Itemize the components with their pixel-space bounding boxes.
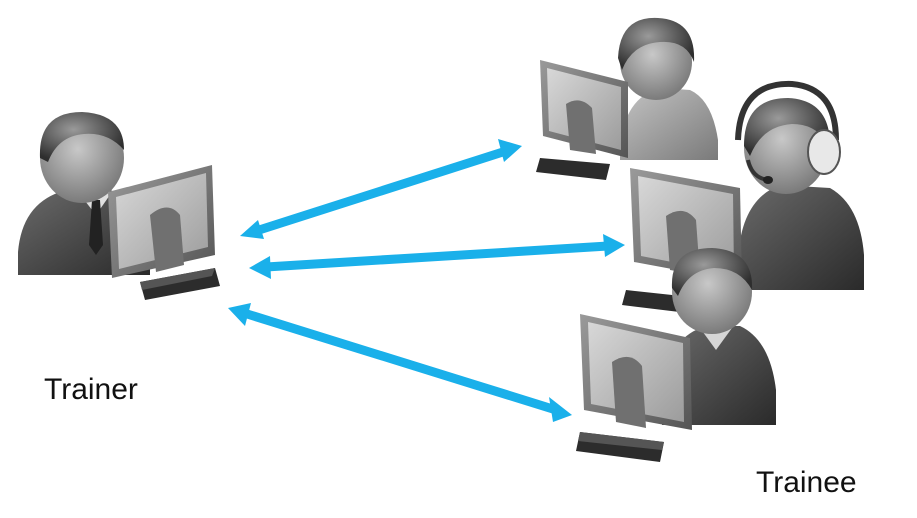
trainer-tie	[89, 200, 103, 255]
trainee-2-body	[738, 185, 864, 290]
headset-earpiece	[807, 129, 841, 175]
arrowhead-start	[240, 220, 264, 239]
trainee-label: Trainee	[756, 466, 857, 499]
arrowhead-end	[498, 139, 522, 162]
headset-band	[735, 80, 839, 141]
trainee-2-figure-icon	[622, 80, 864, 314]
arrowhead-start	[228, 303, 251, 326]
arrowhead-end	[603, 234, 625, 257]
trainer-label: Trainer	[44, 373, 138, 406]
trainee-3-monitor-icon	[576, 314, 692, 462]
trainee-2-monitor-icon	[622, 168, 742, 314]
trainer-monitor-icon	[108, 165, 220, 300]
trainee-1-hair	[618, 17, 695, 70]
arrow-trainer-trainee-3	[228, 303, 572, 422]
trainee-1-figure-icon	[536, 17, 718, 180]
trainee-1-monitor-icon	[536, 60, 628, 180]
arrow-trainer-trainee-2	[249, 234, 625, 279]
arrowhead-start	[249, 256, 271, 279]
arrowhead-end	[549, 397, 572, 422]
connection-arrows	[228, 139, 625, 422]
trainee-2-hair	[744, 98, 831, 156]
trainer-hair	[39, 112, 125, 162]
trainee-1-body	[620, 88, 718, 160]
arrow-trainer-trainee-1	[240, 139, 522, 239]
trainer-figure-icon	[18, 112, 220, 300]
trainee-3-hair	[671, 248, 753, 296]
trainee-3-figure-icon	[576, 248, 776, 462]
